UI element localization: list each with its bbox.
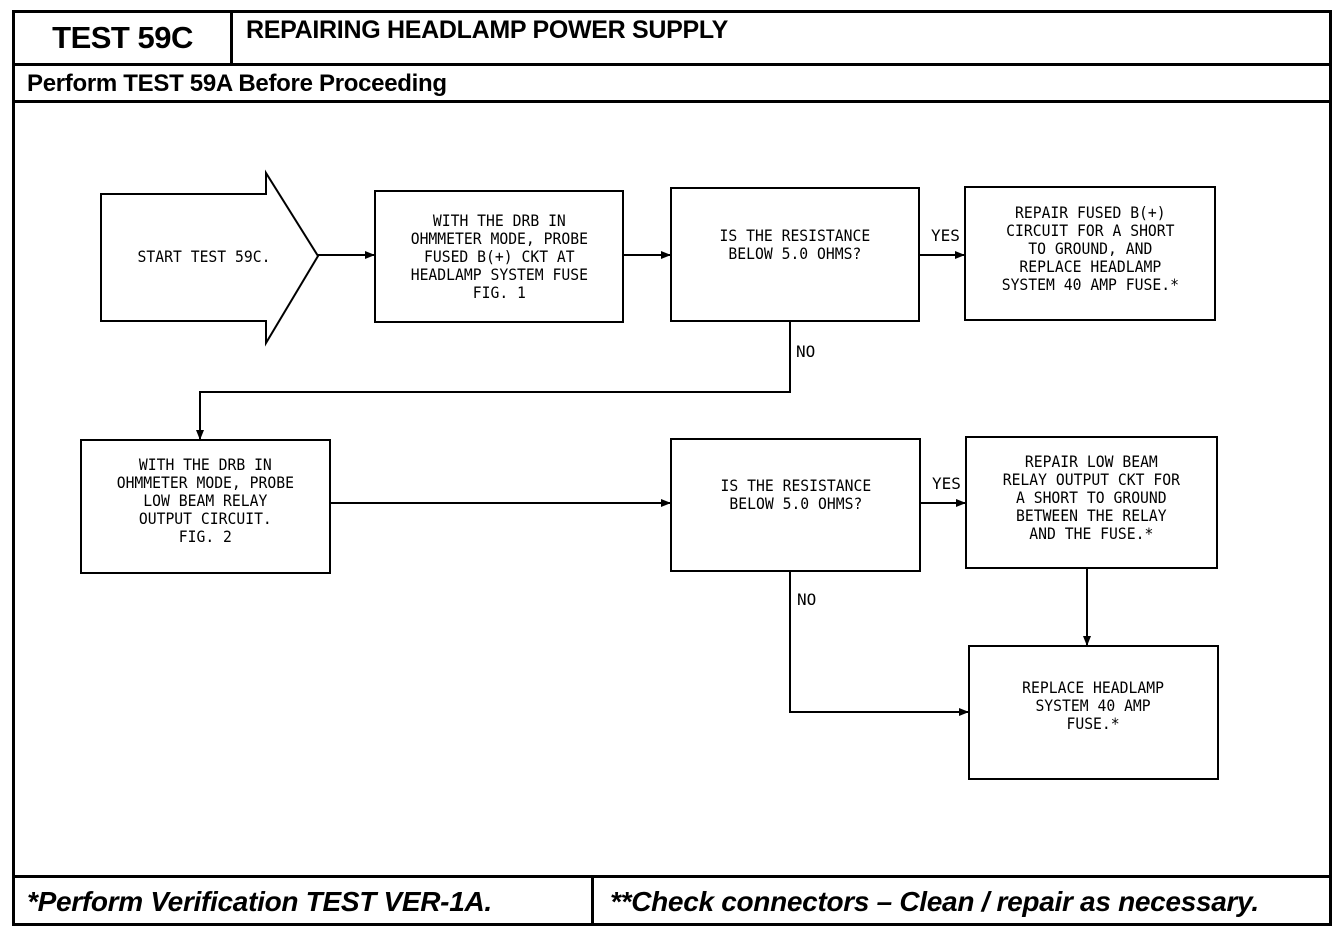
start-test-label: START TEST 59C.: [137, 247, 271, 266]
repair-fused-box: REPAIR FUSED B(+) CIRCUIT FOR A SHORT TO…: [964, 186, 1216, 321]
start-arrow-shape: [100, 169, 320, 347]
subtitle-divider: [15, 100, 1329, 103]
replace-fuse-box: REPLACE HEADLAMP SYSTEM 40 AMP FUSE.*: [968, 645, 1219, 780]
no-label-1: NO: [796, 342, 816, 361]
probe-relay-text: WITH THE DRB IN OHMMETER MODE, PROBE LOW…: [116, 454, 295, 546]
footer-note-connectors: **Check connectors – Clean / repair as n…: [610, 886, 1259, 917]
footer-divider: [15, 875, 1329, 878]
page-title: REPAIRING HEADLAMP POWER SUPPLY: [246, 16, 728, 44]
page-frame: [12, 10, 1332, 926]
probe-fuse-box: WITH THE DRB IN OHMMETER MODE, PROBE FUS…: [374, 190, 624, 323]
header-divider: [15, 63, 1329, 66]
repair-relay-text: REPAIR LOW BEAM RELAY OUTPUT CKT FOR A S…: [1002, 451, 1181, 543]
yes-label-2: YES: [932, 474, 961, 493]
footer-note-verification: *Perform Verification TEST VER-1A.: [27, 886, 492, 917]
resistance-question-1: IS THE RESISTANCE BELOW 5.0 OHMS?: [670, 187, 920, 322]
yes-label-1: YES: [931, 226, 960, 245]
question-1-text: IS THE RESISTANCE BELOW 5.0 OHMS?: [719, 225, 871, 263]
footer-separator: [591, 878, 594, 926]
page-subtitle: Perform TEST 59A Before Proceeding: [27, 70, 447, 97]
no-label-2: NO: [797, 590, 817, 609]
probe-relay-box: WITH THE DRB IN OHMMETER MODE, PROBE LOW…: [80, 439, 331, 574]
test-id: TEST 59C: [15, 13, 233, 63]
repair-relay-box: REPAIR LOW BEAM RELAY OUTPUT CKT FOR A S…: [965, 436, 1218, 569]
replace-fuse-text: REPLACE HEADLAMP SYSTEM 40 AMP FUSE.*: [1022, 677, 1165, 733]
probe-fuse-text: WITH THE DRB IN OHMMETER MODE, PROBE FUS…: [410, 210, 588, 302]
question-2-text: IS THE RESISTANCE BELOW 5.0 OHMS?: [720, 476, 871, 513]
repair-fused-text: REPAIR FUSED B(+) CIRCUIT FOR A SHORT TO…: [1001, 202, 1179, 294]
resistance-question-2: IS THE RESISTANCE BELOW 5.0 OHMS?: [670, 438, 921, 572]
